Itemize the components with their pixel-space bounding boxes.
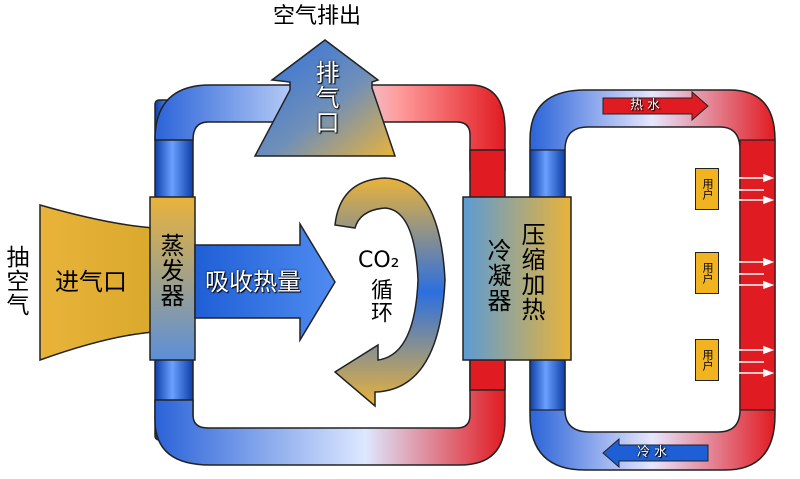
condenser-label: 冷凝器 bbox=[483, 238, 511, 313]
hot-water-arrow bbox=[602, 90, 709, 122]
evaporator-box bbox=[149, 196, 196, 361]
inlet-label: 进气口 bbox=[55, 268, 127, 296]
air-out-label: 空气排出 bbox=[273, 4, 362, 29]
exhaust-label: 排气口 bbox=[311, 60, 339, 135]
cycle-label: 循环 bbox=[367, 278, 392, 324]
condenser-box bbox=[462, 196, 572, 361]
pipe-right-red-vertical bbox=[739, 139, 776, 411]
user-box-2: 用户 bbox=[695, 252, 719, 294]
user-1-arrows bbox=[714, 173, 775, 205]
hot-water-label: 热水 bbox=[630, 98, 665, 113]
co2-label: CO₂ bbox=[358, 248, 400, 273]
user-3-arrows bbox=[714, 345, 775, 378]
exhaust-arrow bbox=[253, 39, 397, 157]
right-loop bbox=[529, 89, 776, 471]
user-box-3: 用户 bbox=[695, 339, 719, 381]
pipe-left-bottom bbox=[154, 359, 506, 466]
evaporator-label: 蒸发器 bbox=[156, 233, 184, 308]
absorb-heat-arrow bbox=[194, 221, 336, 343]
cold-water-label: 冷水 bbox=[637, 445, 672, 460]
pump-air-label: 抽空气 bbox=[2, 245, 28, 317]
compress-heat-label: 压缩加热 bbox=[517, 222, 545, 322]
co2-cycle-arrow bbox=[333, 177, 446, 408]
absorb-heat-label: 吸收热量 bbox=[205, 268, 301, 296]
user-flow-arrows bbox=[714, 173, 775, 378]
user-box-1: 用户 bbox=[695, 168, 719, 210]
cold-water-arrow bbox=[602, 437, 709, 469]
user-2-arrows bbox=[714, 257, 775, 290]
